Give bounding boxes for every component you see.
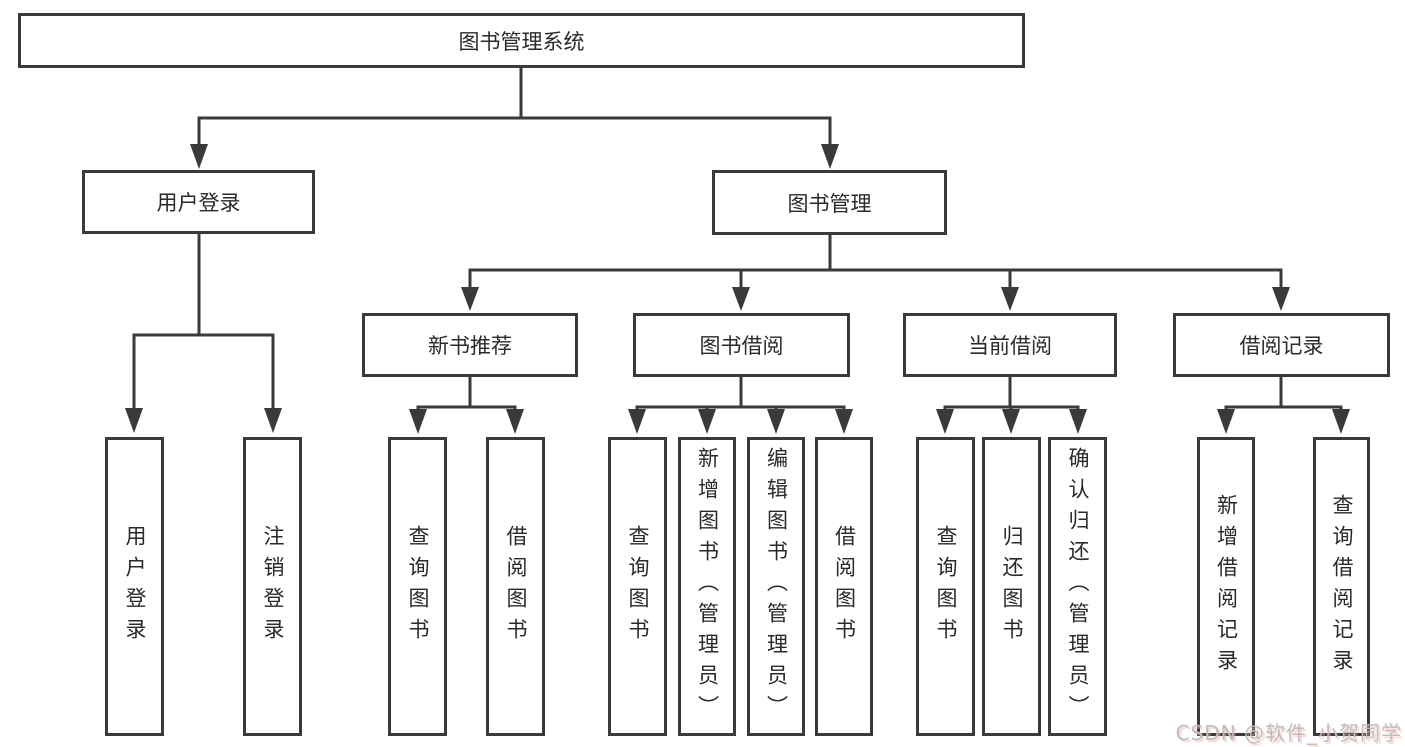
- leaf-query-books-recommend: 查询图书: [388, 437, 447, 736]
- leaf-edit-book-admin: 编辑图书（管理员）: [747, 437, 805, 736]
- connector-borrow-records-to-leaves: [1217, 377, 1350, 434]
- arrowhead: [628, 409, 646, 434]
- arrowhead: [1002, 409, 1020, 434]
- arrowhead: [264, 408, 282, 433]
- arrowhead: [1001, 287, 1019, 311]
- node-library-system: 图书管理系统: [18, 13, 1025, 68]
- leaf-borrow-books-recommend: 借阅图书: [486, 437, 545, 736]
- node-user-login: 用户登录: [82, 170, 315, 234]
- arrowhead: [936, 409, 954, 434]
- connector-user-login-to-leaves: [125, 234, 282, 433]
- arrowhead: [835, 409, 853, 434]
- connector-root-to-level2: [190, 68, 839, 169]
- connector-current-borrow-to-leaves: [936, 377, 1087, 434]
- leaf-borrow-books: 借阅图书: [815, 437, 873, 736]
- arrowhead: [1332, 409, 1350, 434]
- leaf-add-book-admin: 新增图书（管理员）: [678, 437, 736, 736]
- leaf-query-books-current: 查询图书: [916, 437, 975, 736]
- arrowhead: [821, 144, 839, 169]
- connector-line: [197, 116, 832, 150]
- leaf-logout: 注销登录: [243, 437, 302, 736]
- leaf-user-login: 用户登录: [105, 437, 164, 736]
- connector-book-mgmt-to-level3: [461, 235, 1290, 311]
- arrowhead: [409, 409, 427, 434]
- arrowhead: [1069, 409, 1087, 434]
- node-book-borrowing: 图书借阅: [633, 313, 850, 377]
- connector-line: [468, 268, 1283, 291]
- leaf-add-borrow-record: 新增借阅记录: [1197, 437, 1255, 736]
- node-new-book-recommend: 新书推荐: [362, 313, 578, 377]
- connector-line: [132, 333, 275, 409]
- connector-line: [635, 405, 846, 411]
- arrowhead: [461, 287, 479, 311]
- leaf-query-borrow-record: 查询借阅记录: [1313, 437, 1370, 736]
- arrowhead: [1272, 287, 1290, 311]
- node-current-borrowing: 当前借阅: [903, 313, 1117, 377]
- leaf-query-books-borrowing: 查询图书: [608, 437, 667, 736]
- connector-line: [1224, 405, 1343, 411]
- arrowhead: [190, 144, 208, 169]
- leaf-confirm-return-admin: 确认归还（管理员）: [1048, 437, 1107, 736]
- leaf-return-books: 归还图书: [982, 437, 1041, 736]
- node-book-management: 图书管理: [712, 170, 947, 235]
- arrowhead: [767, 409, 785, 434]
- arrowhead: [125, 408, 143, 433]
- csdn-watermark: CSDN @软件_小贺同学: [1175, 721, 1402, 745]
- node-borrowing-records: 借阅记录: [1173, 313, 1390, 377]
- arrowhead: [698, 409, 716, 434]
- arrowhead: [732, 287, 750, 311]
- connector-new-books-to-leaves: [409, 377, 524, 434]
- arrowhead: [506, 409, 524, 434]
- arrowhead: [1217, 409, 1235, 434]
- connector-book-borrow-to-leaves: [628, 377, 853, 434]
- connector-line: [416, 405, 517, 411]
